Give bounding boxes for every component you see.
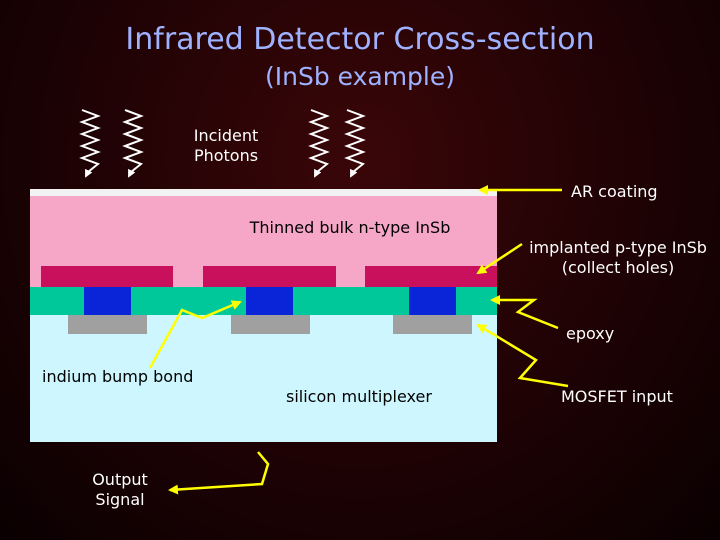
indium-bump-leader — [148, 300, 242, 369]
ptype-leader — [476, 242, 523, 275]
indium-bump — [409, 287, 456, 315]
ptype-region — [41, 266, 173, 287]
bulk-ntype-label: Thinned bulk n-type InSb — [249, 218, 451, 237]
silicon-multiplexer-label: silicon multiplexer — [286, 387, 432, 406]
incident-photons-label: Incident Photons — [193, 126, 259, 165]
epoxy-label: epoxy — [566, 324, 615, 343]
photon-wave-icon — [79, 109, 101, 178]
page-title: Infrared Detector Cross-section — [125, 22, 595, 57]
silicon-multiplexer-layer — [30, 315, 497, 442]
photon-wave-icon — [122, 109, 144, 178]
mosfet-leader — [476, 323, 569, 388]
output-signal-label: Output Signal — [92, 470, 148, 509]
page-subtitle: (InSb example) — [264, 62, 455, 91]
indium-bump-label: indium bump bond — [42, 367, 194, 386]
ptype-region — [203, 266, 336, 287]
mosfet-pad — [68, 315, 147, 334]
ar-coating-layer — [30, 189, 497, 196]
mosfet-input-label: MOSFET input — [561, 387, 673, 406]
mosfet-pad — [393, 315, 472, 334]
implanted-ptype-label: implanted p-type InSb (collect holes) — [529, 238, 707, 277]
ptype-region — [365, 266, 497, 287]
indium-bump — [84, 287, 131, 315]
epoxy-leader — [490, 295, 559, 330]
indium-bump — [246, 287, 293, 315]
photon-wave-icon — [344, 109, 366, 178]
mosfet-pad — [231, 315, 310, 334]
photon-wave-icon — [308, 109, 330, 178]
output-signal-leader — [168, 451, 270, 495]
ar-coating-label: AR coating — [571, 182, 658, 201]
